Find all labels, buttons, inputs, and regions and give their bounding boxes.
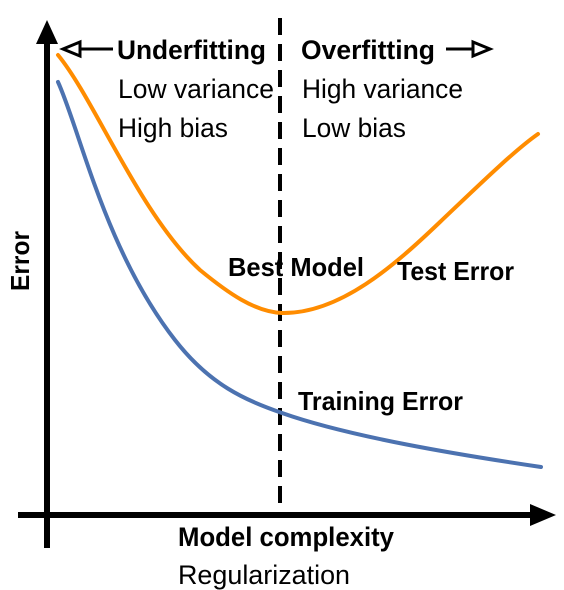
test-error-label: Test Error <box>397 256 514 286</box>
y-axis-label: Error <box>5 231 35 291</box>
overfitting-bias: Low bias <box>302 113 406 143</box>
test-error-curve <box>56 53 540 316</box>
axes <box>18 20 556 548</box>
x-axis-arrowhead <box>530 504 556 526</box>
overfitting-variance: High variance <box>302 74 463 104</box>
training-error-label: Training Error <box>298 386 463 416</box>
underfitting-bias: High bias <box>118 113 228 143</box>
underfitting-title: Underfitting <box>117 35 266 65</box>
x-axis-label: Model complexity <box>178 522 394 552</box>
y-axis-arrowhead <box>36 20 58 44</box>
best-model-label: Best Model <box>228 252 364 282</box>
overfitting-title: Overfitting <box>301 35 435 65</box>
x-axis-sublabel: Regularization <box>178 560 350 590</box>
overfitting-arrow-icon <box>446 39 494 59</box>
underfitting-arrow-icon <box>59 39 113 59</box>
underfitting-variance: Low variance <box>118 74 274 104</box>
training-error-curve <box>56 80 543 469</box>
